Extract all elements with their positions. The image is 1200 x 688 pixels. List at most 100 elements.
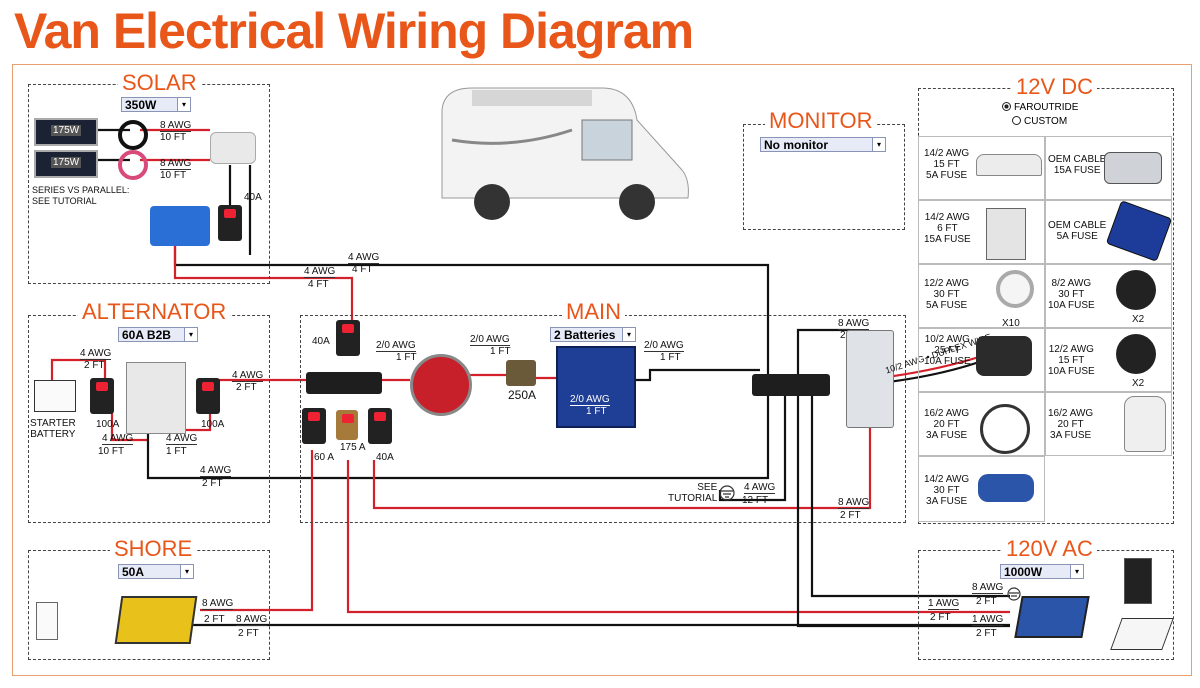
main-title: MAIN: [562, 299, 625, 325]
dc-item-cell[interactable]: [1045, 328, 1172, 392]
dc-dc-charger-icon: [126, 362, 186, 434]
monitor-title: MONITOR: [765, 108, 877, 134]
main-breaker-40-icon: [368, 408, 392, 444]
ac-in-ft: 2 FT: [976, 596, 997, 607]
top-wire-a-awg: 4 AWG: [348, 252, 380, 264]
radio-custom[interactable]: CUSTOM: [1012, 116, 1067, 127]
dc-item-cell[interactable]: [1045, 136, 1172, 200]
fusebox-in-awg: 8 AWG: [838, 318, 870, 330]
shore-select[interactable]: 50A▾: [118, 564, 194, 579]
water-pump-icon: [976, 336, 1032, 376]
class-t-fuse-icon: [506, 360, 536, 386]
battery-select[interactable]: 2 Batteries▾: [550, 327, 636, 342]
solar-wire1-ft: 10 FT: [160, 132, 187, 143]
shore-title: SHORE: [110, 536, 197, 562]
alt-top-ft: 2 FT: [84, 360, 105, 371]
main-inner-ft: 1 FT: [586, 406, 607, 417]
roof-entry-gland-icon: [210, 132, 256, 164]
main-bat-ft: 1 FT: [660, 352, 681, 363]
top-wire-b-ft: 4 FT: [308, 279, 329, 290]
shore-charger-icon: [114, 596, 198, 644]
dc-item-cell[interactable]: [918, 264, 1045, 328]
main-breaker-60-icon: [302, 408, 326, 444]
chevron-down-icon: ▾: [1070, 565, 1083, 578]
dc-item-cell[interactable]: [918, 200, 1045, 264]
usb-socket-icon: [1116, 270, 1156, 310]
solar-title: SOLAR: [118, 70, 201, 96]
monitor-select[interactable]: No monitor▾: [760, 137, 886, 152]
alt-breaker-1-icon: [90, 378, 114, 414]
main-top-breaker-icon: [336, 320, 360, 356]
main-fuse-ft: 1 FT: [490, 346, 511, 357]
starter-battery-icon: [34, 380, 76, 412]
alt-b2-awg: 4 AWG: [166, 433, 198, 445]
solar-fuse-label: 40A: [244, 192, 262, 203]
dc-item-cell[interactable]: [918, 456, 1045, 522]
mppt-controller-icon: [150, 206, 210, 246]
dc-qty-1: X2: [1132, 314, 1145, 325]
dc-item-cell[interactable]: [918, 136, 1045, 200]
inverter-select[interactable]: 1000W▾: [1000, 564, 1084, 579]
dc-qty-0: X10: [1002, 318, 1020, 329]
solar-select[interactable]: 350W▾: [121, 97, 191, 112]
mc4-coil-icon: [118, 120, 148, 150]
solar-wire2-awg: 8 AWG: [160, 158, 192, 170]
alt-out-ft: 2 FT: [236, 382, 257, 393]
fusebox-out-awg: 8 AWG: [838, 497, 870, 509]
dc-item-cell[interactable]: [1045, 200, 1172, 264]
busbar-negative-icon: [752, 374, 830, 396]
diagram-frame: [12, 64, 1192, 676]
wire-solar-pos: [173, 245, 354, 320]
main-sw-ft: 1 FT: [396, 352, 417, 363]
alt-fuse1-label: 100A: [96, 419, 120, 430]
chevron-down-icon: ▾: [872, 138, 885, 151]
main-gnd-awg: 4 AWG: [744, 482, 776, 494]
camper-van-image: [432, 80, 694, 235]
solar-note: SERIES VS PARALLEL: SEE TUTORIAL: [32, 185, 130, 206]
alt-b2-ft: 1 FT: [166, 446, 187, 457]
inverter-icon: [1014, 596, 1090, 638]
class-t-label: 250A: [508, 388, 537, 402]
main-fuse-awg: 2/0 AWG: [470, 334, 510, 346]
battery-switch-icon: [410, 354, 472, 416]
wire-panel-out: [140, 128, 210, 162]
vent-fan-icon: [980, 404, 1030, 454]
house-battery-icon: [556, 346, 636, 428]
roof-fan-icon: [976, 154, 1042, 176]
dc-item-cell[interactable]: [918, 328, 1045, 392]
alt-b1-awg: 4 AWG: [102, 433, 134, 445]
chevron-down-icon: ▾: [622, 328, 635, 341]
shore-wire2-ft: 2 FT: [238, 628, 259, 639]
puck-light-icon: [996, 270, 1034, 308]
alt-ground-ft: 2 FT: [202, 478, 223, 489]
ac-title: 120V AC: [1002, 536, 1097, 562]
alternator-select[interactable]: 60A B2B▾: [118, 327, 198, 342]
main-gnd-ft: 12 FT: [742, 495, 769, 506]
dc-item-cell[interactable]: [1045, 264, 1172, 328]
shore-wire1-ft: 2 FT: [204, 614, 225, 625]
alt-out-awg: 4 AWG: [232, 370, 264, 382]
radio-faroutride[interactable]: FAROUTRIDE: [1002, 102, 1078, 113]
main-fuse-60-label: 60 A: [314, 452, 335, 463]
alt-breaker-2-icon: [196, 378, 220, 414]
dc-item-cell[interactable]: [1045, 392, 1172, 456]
ac-1-ft: 2 FT: [930, 612, 951, 623]
radio-selected-icon: [1002, 102, 1011, 111]
dc-item-cell[interactable]: [918, 392, 1045, 456]
wall-outlet-icon: [1124, 558, 1152, 604]
chevron-down-icon: ▾: [184, 328, 197, 341]
main-fuse-175-label: 175 A: [340, 442, 366, 453]
fusebox-out-ft: 2 FT: [840, 510, 861, 521]
alt-ground-awg: 4 AWG: [200, 465, 232, 477]
solar-section: [28, 84, 270, 284]
starter-battery-label: STARTER BATTERY: [30, 418, 76, 440]
alt-top-awg: 4 AWG: [80, 348, 112, 360]
